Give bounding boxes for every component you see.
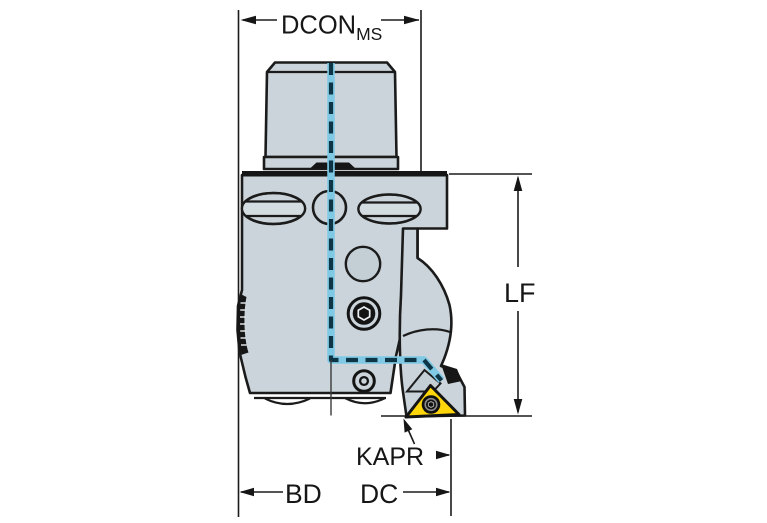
kapr-arrow-right [436,450,451,460]
tool-body [236,171,449,406]
serration-ticks [240,302,247,346]
insert-screw-ring [424,397,438,412]
hex-socket-screw [346,296,382,331]
dcon-arrow-right [404,15,420,25]
coolant-channel-dashes [328,63,444,382]
bd-arrow-left [239,487,254,497]
bottom-arc-right [344,397,386,405]
lf-arrow-bottom [513,399,523,415]
lf-arrow-top [513,175,523,191]
pocket-dark-corner [441,364,462,384]
dimension-lf: LF [504,175,536,415]
dimension-dcon: DCONMS [240,12,420,45]
dimension-kapr: KAPR [356,418,451,471]
lf-label: LF [504,278,536,308]
dcon-label: DCONMS [281,12,382,45]
dcon-arrow-left [240,15,256,25]
dc-label: DC [360,479,398,509]
lens-slot-left [240,191,307,226]
dcon-label-main: DCON [281,12,356,40]
dimension-bd: BD [239,479,322,509]
insert-screw-hex [427,400,435,409]
blade-cross-line [402,328,451,337]
body-top-edge-band [242,171,447,177]
bd-label: BD [285,479,322,509]
cutting-insert [404,384,461,419]
dc-arrow-right [436,487,451,497]
small-screw [352,369,376,393]
bottom-arc-left [264,397,311,406]
screw-head [352,302,376,325]
lens-slot-right [357,193,422,225]
hex-socket [357,306,371,321]
dimension-dc: DC [360,479,451,509]
coolant-centerline [327,63,445,416]
through-hole [344,245,382,283]
kapr-leader-line [407,430,416,445]
kapr-leader-arrow [403,418,413,433]
kapr-label: KAPR [356,443,424,471]
dcon-label-subscript: MS [356,24,382,44]
